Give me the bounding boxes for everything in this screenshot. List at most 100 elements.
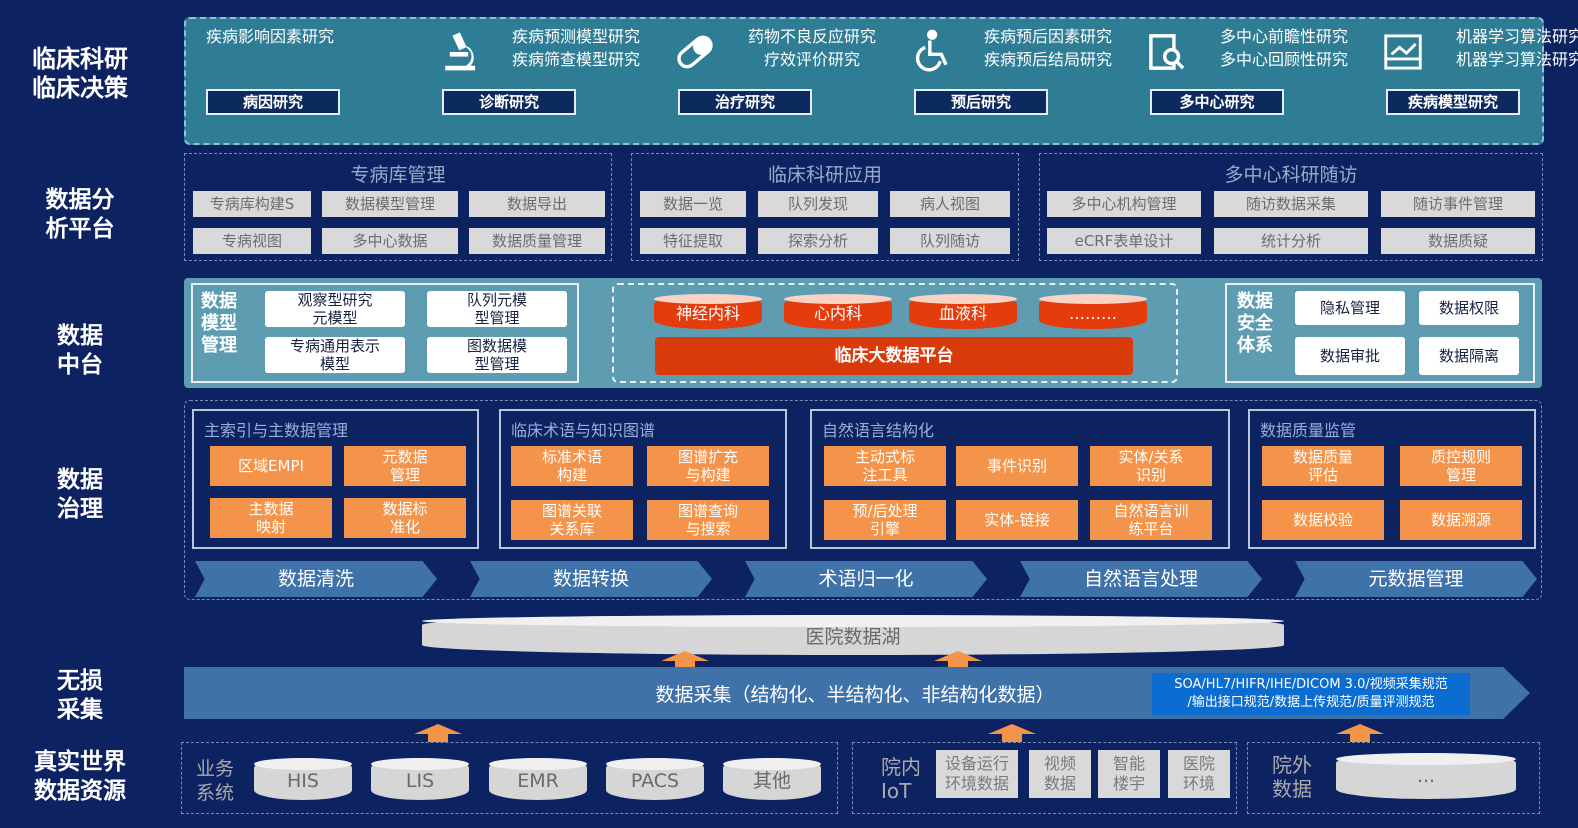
- analysis-item[interactable]: eCRF表单设计: [1047, 228, 1201, 254]
- data-governance-area: [184, 400, 1542, 600]
- document-search-icon: [1149, 34, 1185, 70]
- source-cylinder-emr[interactable]: EMR: [489, 758, 587, 800]
- external-data-cylinder[interactable]: ...: [1336, 753, 1516, 799]
- iot-item[interactable]: 智能 楼宇: [1098, 750, 1160, 798]
- governance-item[interactable]: 数据溯源: [1400, 500, 1522, 540]
- dept-cylinder[interactable]: 神经内科: [654, 294, 762, 329]
- pipeline-step[interactable]: 术语归一化: [745, 561, 987, 597]
- panel-title: 多中心科研随访: [1224, 164, 1358, 186]
- governance-item[interactable]: 数据校验: [1262, 500, 1384, 540]
- label-data-middle-platform: 数据 中台: [57, 323, 103, 378]
- governance-item[interactable]: 预/后处理 引擎: [824, 500, 946, 540]
- multicenter-followup-panel: 多中心科研随访 多中心机构管理 随访数据采集 随访事件管理 eCRF表单设计 统…: [1039, 153, 1543, 261]
- collection-standards: SOA/HL7/HIFR/IHE/DICOM 3.0/视频采集规范 /输出接口规…: [1152, 673, 1470, 715]
- model-item[interactable]: 图数据模 型管理: [427, 337, 567, 373]
- governance-item[interactable]: 主动式标 注工具: [824, 446, 946, 486]
- analysis-item[interactable]: 随访数据采集: [1214, 191, 1368, 217]
- governance-nlp: 自然语言结构化 主动式标 注工具 事件识别 实体/关系 识别 预/后处理 引擎 …: [810, 409, 1230, 549]
- governance-item[interactable]: 实体/关系 识别: [1090, 446, 1212, 486]
- panel-title: 专病库管理: [350, 164, 446, 186]
- business-systems-box: 业务 系统: [181, 742, 838, 814]
- pipeline-step[interactable]: 数据转换: [470, 561, 712, 597]
- specialty-db-panel: 专病库管理 专病库构建S 数据模型管理 数据导出 专病视图 多中心数据 数据质量…: [184, 153, 612, 261]
- wheelchair-icon: [915, 29, 948, 72]
- dept-cylinder[interactable]: 血液科: [909, 294, 1017, 329]
- iot-item[interactable]: 医院 环境: [1168, 750, 1230, 798]
- analysis-item[interactable]: 专病视图: [193, 228, 311, 254]
- analysis-item[interactable]: 统计分析: [1214, 228, 1368, 254]
- pipeline-step[interactable]: 元数据管理: [1295, 561, 1537, 597]
- governance-terminology: 临床术语与知识图谱 标准术语 构建 图谱扩充 与构建 图谱关联 关系库 图谱查询…: [499, 409, 787, 549]
- security-item[interactable]: 数据权限: [1419, 291, 1519, 325]
- source-cylinder-his[interactable]: HIS: [254, 758, 352, 800]
- research-section-multicenter: 多中心前瞻性研究 多中心回顾性研究 多中心研究: [1130, 19, 1356, 143]
- governance-item[interactable]: 实体-链接: [956, 500, 1078, 540]
- source-cylinder-lis[interactable]: LIS: [371, 758, 469, 800]
- clinical-bigdata-platform[interactable]: 临床大数据平台: [655, 337, 1133, 375]
- dept-cylinder[interactable]: ………: [1039, 294, 1147, 329]
- research-text: 疾病预测模型研究 疾病筛查模型研究: [511, 27, 640, 69]
- hospital-data-lake[interactable]: 医院数据湖: [422, 615, 1284, 655]
- iot-item[interactable]: 设备运行 环境数据: [936, 750, 1018, 798]
- analysis-item[interactable]: 队列随访: [890, 228, 1010, 254]
- analysis-item[interactable]: 数据模型管理: [322, 191, 458, 217]
- disease-model-research-button[interactable]: 疾病模型研究: [1386, 89, 1520, 115]
- research-text: 机器学习算法研究 机器学习算法研究: [1455, 27, 1578, 69]
- pipeline-step[interactable]: 自然语言处理: [1020, 561, 1262, 597]
- prognosis-research-button[interactable]: 预后研究: [914, 89, 1048, 115]
- pipeline-step[interactable]: 数据清洗: [195, 561, 437, 597]
- analysis-item[interactable]: 病人视图: [890, 191, 1010, 217]
- research-panel: 疾病影响因素研究 病因研究 疾病预测模型研究 疾病筛查模型研究 诊断研究 药物不…: [184, 17, 1578, 145]
- up-arrow-icon: [661, 651, 709, 669]
- governance-item[interactable]: 事件识别: [956, 446, 1078, 486]
- label-data-governance: 数据 治理: [57, 467, 103, 522]
- governance-item[interactable]: 主数据 映射: [210, 498, 332, 538]
- analysis-item[interactable]: 数据一览: [640, 191, 746, 217]
- up-arrow-icon: [1336, 724, 1384, 742]
- governance-item[interactable]: 质控规则 管理: [1400, 446, 1522, 486]
- analysis-item[interactable]: 多中心数据: [322, 228, 458, 254]
- diagnosis-research-button[interactable]: 诊断研究: [442, 89, 576, 115]
- security-item[interactable]: 隐私管理: [1295, 291, 1405, 325]
- security-item[interactable]: 数据审批: [1295, 337, 1405, 375]
- etiology-research-button[interactable]: 病因研究: [206, 89, 340, 115]
- governance-item[interactable]: 元数据 管理: [344, 446, 466, 486]
- security-item[interactable]: 数据隔离: [1419, 337, 1519, 375]
- analysis-item[interactable]: 探索分析: [758, 228, 878, 254]
- analysis-item[interactable]: 数据质疑: [1381, 228, 1535, 254]
- model-item[interactable]: 队列元模 型管理: [427, 291, 567, 327]
- multicenter-research-button[interactable]: 多中心研究: [1150, 89, 1284, 115]
- source-cylinder-other[interactable]: 其他: [723, 758, 821, 800]
- iot-item[interactable]: 视频 数据: [1029, 750, 1091, 798]
- governance-item[interactable]: 区域EMPI: [210, 446, 332, 486]
- analysis-item[interactable]: 队列发现: [758, 191, 878, 217]
- governance-item[interactable]: 自然语言训 练平台: [1090, 500, 1212, 540]
- analysis-item[interactable]: 数据质量管理: [469, 228, 605, 254]
- model-item[interactable]: 专病通用表示 模型: [265, 337, 405, 373]
- model-item[interactable]: 观察型研究 元模型: [265, 291, 405, 327]
- iot-label: 院内 IoT: [881, 755, 921, 803]
- governance-item[interactable]: 数据质量 评估: [1262, 446, 1384, 486]
- analysis-item[interactable]: 特征提取: [640, 228, 746, 254]
- security-title: 数据 安全 体系: [1237, 291, 1273, 356]
- analysis-item[interactable]: 数据导出: [469, 191, 605, 217]
- analysis-item[interactable]: 多中心机构管理: [1047, 191, 1201, 217]
- research-section-treatment: 药物不良反应研究 疗效评价研究 治疗研究: [658, 19, 884, 143]
- data-model-management: 数据 模型 管理 观察型研究 元模型 队列元模 型管理 专病通用表示 模型 图数…: [191, 283, 579, 383]
- research-section-prognosis: 疾病预后因素研究 疾病预后结局研究 预后研究: [894, 19, 1120, 143]
- governance-item[interactable]: 图谱关联 关系库: [511, 500, 633, 540]
- governance-item[interactable]: 图谱扩充 与构建: [647, 446, 769, 486]
- governance-item[interactable]: 标准术语 构建: [511, 446, 633, 486]
- research-text: 疾病影响因素研究: [206, 27, 335, 46]
- research-text: 多中心前瞻性研究 多中心回顾性研究: [1219, 27, 1348, 69]
- dept-cylinder[interactable]: 心内科: [784, 294, 892, 329]
- treatment-research-button[interactable]: 治疗研究: [678, 89, 812, 115]
- governance-item[interactable]: 图谱查询 与搜索: [647, 500, 769, 540]
- label-real-world-data: 真实世界 数据资源: [34, 749, 126, 804]
- source-cylinder-pacs[interactable]: PACS: [606, 758, 704, 800]
- ai-chart-icon: [1384, 34, 1422, 70]
- governance-item[interactable]: 数据标 准化: [344, 498, 466, 538]
- analysis-item[interactable]: 随访事件管理: [1381, 191, 1535, 217]
- pill-icon: [677, 35, 713, 69]
- analysis-item[interactable]: 专病库构建S: [193, 191, 311, 217]
